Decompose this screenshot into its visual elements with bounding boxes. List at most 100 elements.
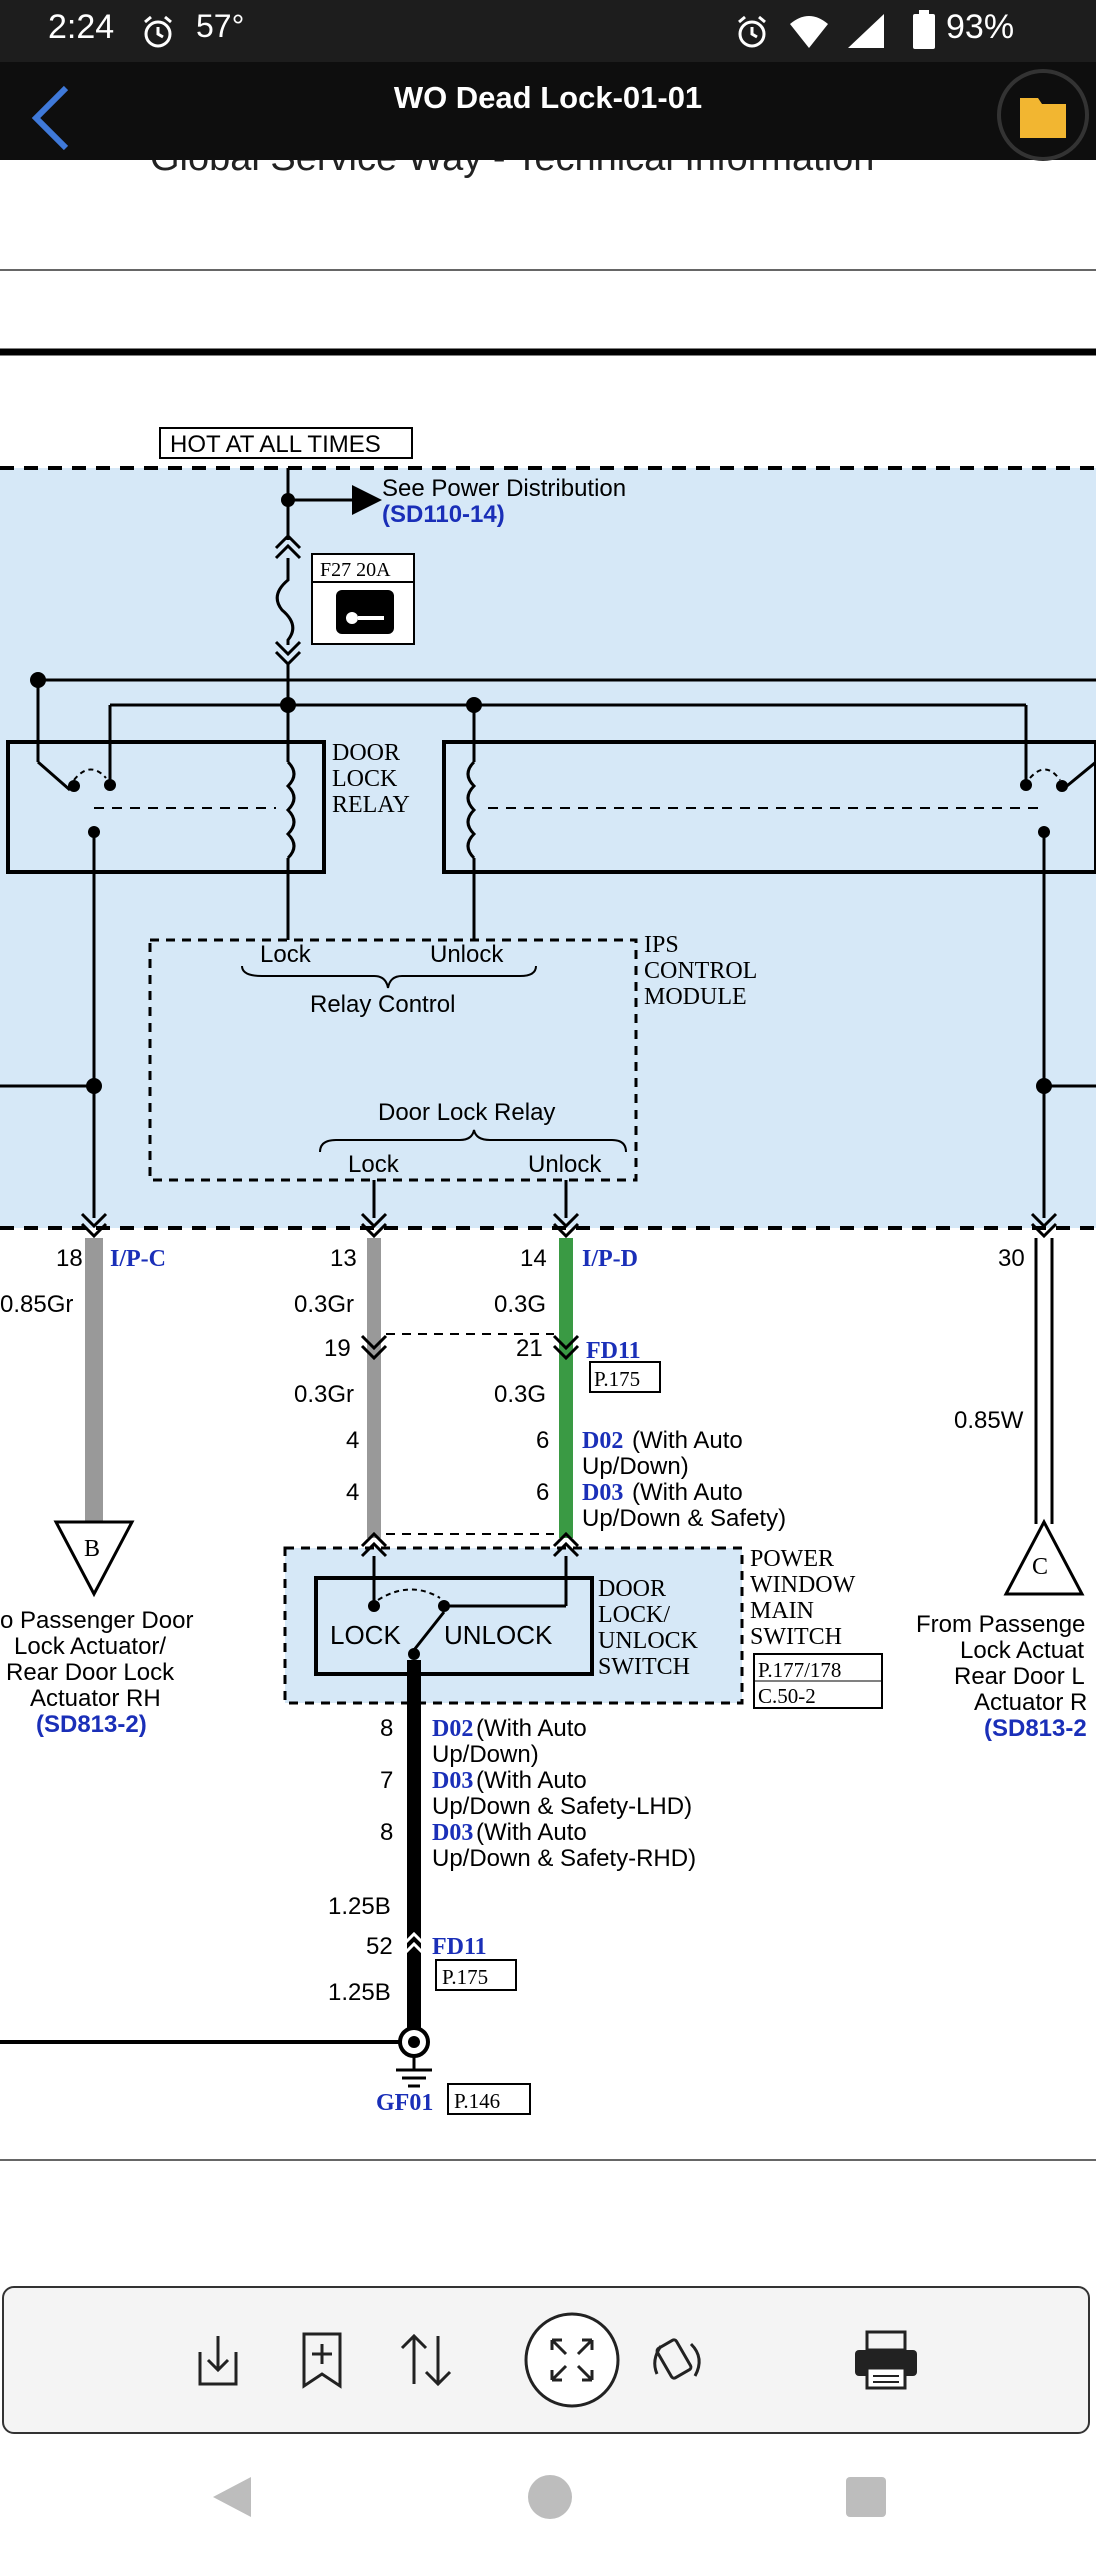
pw-label-2: WINDOW: [750, 1572, 856, 1598]
relay-label-1: DOOR: [332, 740, 400, 766]
connector-ipc: I/P-C: [110, 1246, 166, 1272]
pin-4b: 4: [346, 1479, 359, 1506]
connector-b: B: [84, 1536, 100, 1562]
print-icon[interactable]: [844, 2288, 928, 2432]
folder-icon: [997, 69, 1089, 161]
d02-desc2: Up/Down): [582, 1453, 689, 1480]
d02-desc: (With Auto: [632, 1427, 743, 1454]
wire-03gr-b: 0.3Gr: [294, 1381, 354, 1408]
pw-label-1: POWER: [750, 1546, 834, 1572]
fuse-label: F27 20A: [320, 559, 391, 581]
left-actuator-2: Lock Actuator/: [14, 1633, 166, 1660]
recents-square-icon[interactable]: [816, 2434, 916, 2560]
left-actuator-3: Rear Door Lock: [6, 1659, 175, 1686]
gnd-ref-p146[interactable]: P.146: [454, 2089, 500, 2113]
gnd-d03a: D03: [432, 1768, 473, 1794]
alarm-icon: [734, 14, 770, 59]
status-time: 2:24: [48, 8, 115, 46]
alarm-icon: [140, 14, 176, 59]
status-bar: 2:24 57° 93%: [0, 0, 1096, 62]
wire-03g-b: 0.3G: [494, 1381, 546, 1408]
document-view[interactable]: Global Service Way - Technical Informati…: [0, 160, 1096, 2290]
relay-control-unlock: Unlock: [430, 941, 504, 968]
relay-control-lock: Lock: [260, 941, 312, 968]
gnd-pin-8b: 8: [380, 1819, 393, 1846]
sort-icon[interactable]: [384, 2288, 468, 2432]
gnd-d03b-desc2: Up/Down & Safety-RHD): [432, 1845, 696, 1872]
back-triangle-icon[interactable]: [182, 2434, 282, 2560]
door-key-icon: [336, 590, 394, 634]
pin-6a: 6: [536, 1427, 549, 1454]
status-temperature: 57°: [196, 8, 245, 44]
pin-4a: 4: [346, 1427, 359, 1454]
switch-lock-label: LOCK: [330, 1620, 401, 1650]
system-nav-bar: [0, 2434, 1096, 2560]
gnd-gf01: GF01: [376, 2090, 433, 2116]
bookmark-add-icon[interactable]: [280, 2288, 364, 2432]
right-actuator-4: Actuator R: [974, 1689, 1087, 1716]
gnd-d03a-desc: (With Auto: [476, 1767, 587, 1794]
power-distribution-text: See Power Distribution: [382, 475, 626, 502]
switch-label-4: SWITCH: [598, 1654, 690, 1680]
ref-c50[interactable]: C.50-2: [758, 1684, 816, 1708]
pin-19: 19: [324, 1335, 351, 1362]
gnd-d03b-desc: (With Auto: [476, 1819, 587, 1846]
document-title: WO Dead Lock-01-01: [393, 80, 703, 115]
pin-14: 14: [520, 1245, 547, 1272]
ref-p177[interactable]: P.177/178: [758, 1658, 841, 1682]
back-arrow-icon[interactable]: [20, 80, 80, 151]
gnd-pin-8a: 8: [380, 1715, 393, 1742]
door-lock-relay-title: Door Lock Relay: [378, 1099, 555, 1126]
download-icon[interactable]: [176, 2288, 260, 2432]
wiring-diagram: Global Service Way - Technical Informati…: [0, 160, 1096, 2161]
gnd-pin-7: 7: [380, 1767, 393, 1794]
pin-30: 30: [998, 1245, 1025, 1272]
left-actuator-1: o Passenger Door: [0, 1607, 193, 1634]
relay-control-title: Relay Control: [310, 991, 455, 1018]
ips-label-2: CONTROL: [644, 958, 757, 984]
battery-percent: 93%: [946, 8, 1015, 46]
pin-18: 18: [56, 1245, 83, 1272]
battery-icon: [912, 10, 936, 59]
connector-fd11: FD11: [586, 1338, 641, 1364]
switch-label-1: DOOR: [598, 1576, 666, 1602]
pin-21: 21: [516, 1335, 543, 1362]
switch-unlock-label: UNLOCK: [444, 1620, 553, 1650]
left-actuator-ref[interactable]: (SD813-2): [36, 1711, 147, 1738]
relay-label-3: RELAY: [332, 792, 410, 818]
app-bar: WO Dead Lock-01-01: [0, 62, 1096, 162]
ips-label-1: IPS: [644, 932, 679, 958]
d03-desc2: Up/Down & Safety): [582, 1505, 786, 1532]
folder-button[interactable]: [996, 68, 1090, 162]
fit-screen-icon[interactable]: [498, 2288, 646, 2432]
wire-03g-a: 0.3G: [494, 1291, 546, 1318]
gnd-ref-p175[interactable]: P.175: [442, 1965, 488, 1989]
gnd-fd11: FD11: [432, 1934, 487, 1960]
bottom-toolbar: [2, 2286, 1090, 2434]
module-background: [0, 468, 1096, 1228]
right-actuator-ref[interactable]: (SD813-2: [984, 1715, 1087, 1742]
gnd-d02-desc: (With Auto: [476, 1715, 587, 1742]
d03-desc: (With Auto: [632, 1479, 743, 1506]
relay-out-unlock: Unlock: [528, 1151, 602, 1178]
connector-c: C: [1032, 1554, 1048, 1580]
right-actuator-1: From Passenge: [916, 1611, 1085, 1638]
page-header-text: Global Service Way - Technical Informati…: [150, 160, 874, 179]
switch-label-3: UNLOCK: [598, 1628, 699, 1654]
wire-085gr: 0.85Gr: [0, 1291, 73, 1318]
wire-125b-a: 1.25B: [328, 1893, 391, 1920]
switch-background: [285, 1548, 742, 1703]
home-circle-icon[interactable]: [500, 2434, 600, 2560]
gnd-d02: D02: [432, 1716, 473, 1742]
ref-p175[interactable]: P.175: [594, 1367, 640, 1391]
relay-label-2: LOCK: [332, 766, 398, 792]
pin-13: 13: [330, 1245, 357, 1272]
rotate-icon[interactable]: [636, 2288, 720, 2432]
wifi-icon: [788, 12, 830, 59]
right-actuator-3: Rear Door L: [954, 1663, 1085, 1690]
connector-ipd: I/P-D: [582, 1246, 638, 1272]
pw-label-3: MAIN: [750, 1598, 814, 1624]
gnd-d02-desc2: Up/Down): [432, 1741, 539, 1768]
connector-d03: D03: [582, 1480, 623, 1506]
power-distribution-ref[interactable]: (SD110-14): [382, 501, 505, 528]
